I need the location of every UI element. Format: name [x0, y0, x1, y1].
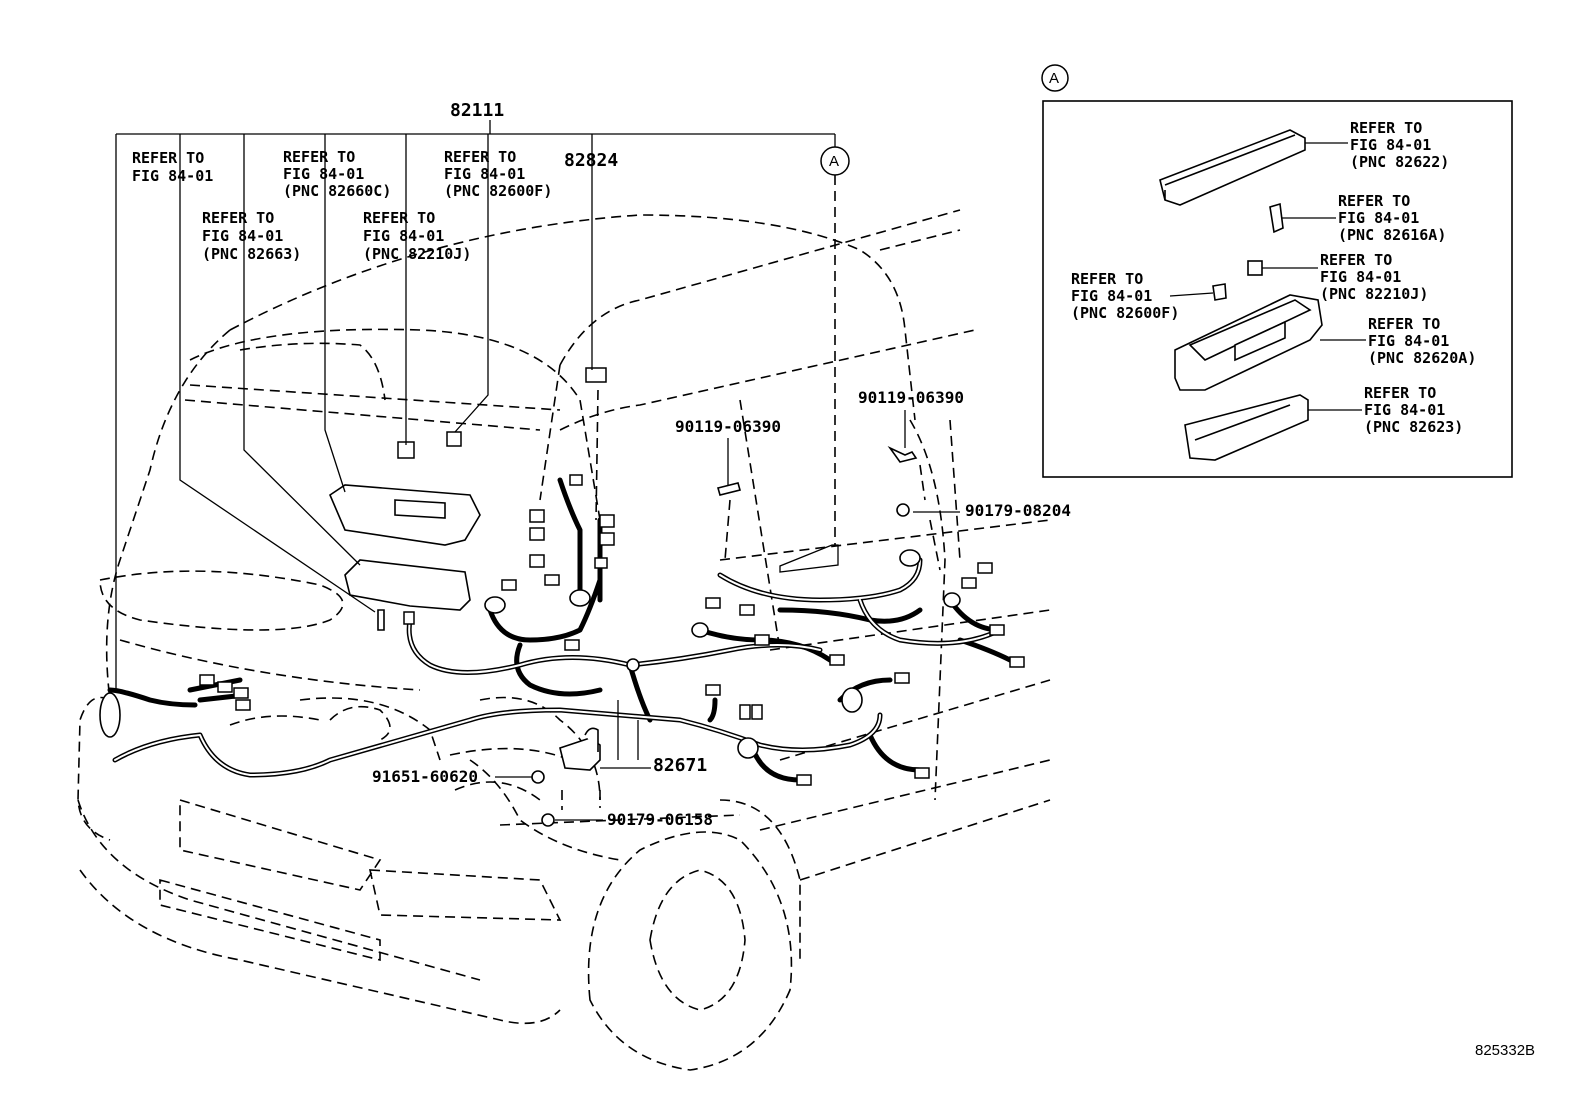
refer-label-4-line3: (PNC 82663)	[202, 245, 301, 263]
detail-label-5-line2: FIG 84-01	[1368, 332, 1449, 350]
detail-label-4-line2: FIG 84-01	[1071, 287, 1152, 305]
part-number-90119-06390-left: 90119-06390	[675, 417, 781, 436]
detail-label-2-line2: FIG 84-01	[1338, 209, 1419, 227]
part-number-90119-06390-right: 90119-06390	[858, 388, 964, 407]
detail-label-1-line3: (PNC 82622)	[1350, 153, 1449, 171]
detail-a-circle	[1041, 64, 1069, 92]
refer-label-1-line2: FIG 84-01	[132, 167, 213, 185]
refer-label-3-line2: FIG 84-01	[444, 165, 525, 183]
part-number-82824: 82824	[564, 150, 618, 171]
callout-a-letter: A	[829, 153, 839, 170]
detail-a-panel: A REFER TO FIG 84-01 (PNC 82622) REFER T…	[1041, 64, 1513, 478]
detail-label-3-line1: REFER TO	[1320, 251, 1392, 269]
detail-a-letter: A	[1049, 70, 1059, 87]
refer-label-4-line2: FIG 84-01	[202, 227, 283, 245]
refer-label-5-line1: REFER TO	[363, 209, 435, 227]
refer-label-4-line1: REFER TO	[202, 209, 274, 227]
part-number-90179-08204: 90179-08204	[965, 501, 1071, 520]
detail-label-4-line3: (PNC 82600F)	[1071, 304, 1179, 322]
refer-label-2-line1: REFER TO	[283, 148, 355, 166]
detail-label-3-line2: FIG 84-01	[1320, 268, 1401, 286]
refer-label-1-line1: REFER TO	[132, 149, 204, 167]
relay-82600f	[1212, 283, 1227, 301]
detail-label-1-line1: REFER TO	[1350, 119, 1422, 137]
detail-label-5-line1: REFER TO	[1368, 315, 1440, 333]
refer-label-2-line3: (PNC 82660C)	[283, 182, 391, 200]
refer-label-3-line3: (PNC 82600F)	[444, 182, 552, 200]
detail-label-3-line3: (PNC 82210J)	[1320, 285, 1428, 303]
leader-lines	[115, 120, 960, 821]
refer-label-2-line2: FIG 84-01	[283, 165, 364, 183]
detail-label-6-line3: (PNC 82623)	[1364, 418, 1463, 436]
refer-label-3-line1: REFER TO	[444, 148, 516, 166]
detail-label-2-line1: REFER TO	[1338, 192, 1410, 210]
detail-label-1-line2: FIG 84-01	[1350, 136, 1431, 154]
detail-label-6-line1: REFER TO	[1364, 384, 1436, 402]
part-number-91651-60620: 91651-60620	[372, 767, 478, 786]
main-labels: 82111 A REFER TO FIG 84-01 REFER TO FIG …	[132, 100, 1071, 829]
relay-block-cover	[1159, 129, 1306, 206]
callout-a-circle	[820, 146, 850, 176]
lower-cover-82623	[1184, 394, 1309, 461]
detail-label-5-line3: (PNC 82620A)	[1368, 349, 1476, 367]
detail-label-6-line2: FIG 84-01	[1364, 401, 1445, 419]
detail-label-2-line3: (PNC 82616A)	[1338, 226, 1446, 244]
vehicle-body	[77, 209, 1051, 1071]
detail-label-4-line1: REFER TO	[1071, 270, 1143, 288]
figure-code: 825332B	[1475, 1042, 1535, 1059]
part-number-82671: 82671	[653, 755, 707, 776]
detail-a-frame	[1042, 100, 1513, 478]
relay-82210j	[1247, 260, 1263, 276]
part-number-90179-06158: 90179-06158	[607, 810, 713, 829]
refer-label-5-line2: FIG 84-01	[363, 227, 444, 245]
main-part-number: 82111	[450, 100, 504, 121]
refer-label-5-line3: (PNC 82210J)	[363, 245, 471, 263]
relay-82616a	[1269, 202, 1284, 234]
wire-harness	[99, 367, 1025, 827]
